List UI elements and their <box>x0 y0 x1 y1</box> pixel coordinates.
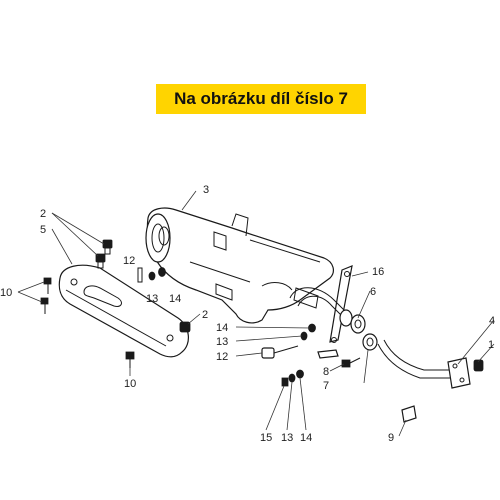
plug-9[interactable] <box>401 405 417 423</box>
label-part-12-mid: 12 <box>216 351 228 363</box>
label-part-2-right: 2 <box>202 309 208 321</box>
label-part-5: 5 <box>40 224 46 236</box>
label-part-10-bottom: 10 <box>124 378 136 390</box>
screw-10-upper[interactable] <box>43 277 52 294</box>
bolt-8[interactable] <box>341 357 361 368</box>
label-part-16: 16 <box>372 266 384 278</box>
bolt-2-lower[interactable] <box>95 253 106 269</box>
exhaust-manifold[interactable] <box>377 339 471 389</box>
label-part-13-upper: 13 <box>146 293 158 305</box>
label-part-14-lower: 14 <box>300 432 312 444</box>
bolt-2-right[interactable] <box>179 321 191 333</box>
label-part-3: 3 <box>203 184 209 196</box>
washer-13-lower[interactable] <box>288 373 296 383</box>
label-part-4: 4 <box>489 315 495 327</box>
nut-1[interactable] <box>473 359 484 372</box>
label-part-13-mid: 13 <box>216 336 228 348</box>
gasket[interactable] <box>350 314 366 334</box>
muffler-bracket[interactable] <box>317 265 353 359</box>
bolt-2-upper[interactable] <box>102 239 113 255</box>
label-part-14-mid: 14 <box>216 322 228 334</box>
label-part-15: 15 <box>260 432 272 444</box>
label-part-9: 9 <box>388 432 394 444</box>
label-part-8: 8 <box>323 366 329 378</box>
label-part-12-upper: 12 <box>123 255 135 267</box>
washer-13-upper[interactable] <box>148 271 156 281</box>
bolt-15-lower[interactable] <box>281 377 289 387</box>
label-part-10-left: 10 <box>0 287 12 299</box>
muffler[interactable] <box>145 207 334 324</box>
label-part-6: 6 <box>370 286 376 298</box>
exhaust-clamp[interactable] <box>362 333 378 351</box>
label-part-14-upper: 14 <box>169 293 181 305</box>
stud-12-upper[interactable] <box>137 267 143 283</box>
screw-10-lower[interactable] <box>40 297 49 314</box>
screw-10-bottom[interactable] <box>125 351 135 368</box>
leader-lines <box>17 190 495 437</box>
label-part-2-top: 2 <box>40 208 46 220</box>
nut-14-upper[interactable] <box>158 267 166 277</box>
bolt-12-mid[interactable] <box>261 345 299 359</box>
label-part-7: 7 <box>323 380 329 392</box>
part-banner: Na obrázku díl číslo 7 <box>156 84 366 114</box>
nut-14-lower[interactable] <box>296 369 304 379</box>
banner-text: Na obrázku díl číslo 7 <box>174 89 348 108</box>
connector-pipe[interactable] <box>289 287 353 327</box>
heat-shield[interactable] <box>58 264 189 358</box>
label-part-13-lower: 13 <box>281 432 293 444</box>
label-part-1: 1 <box>488 339 494 351</box>
